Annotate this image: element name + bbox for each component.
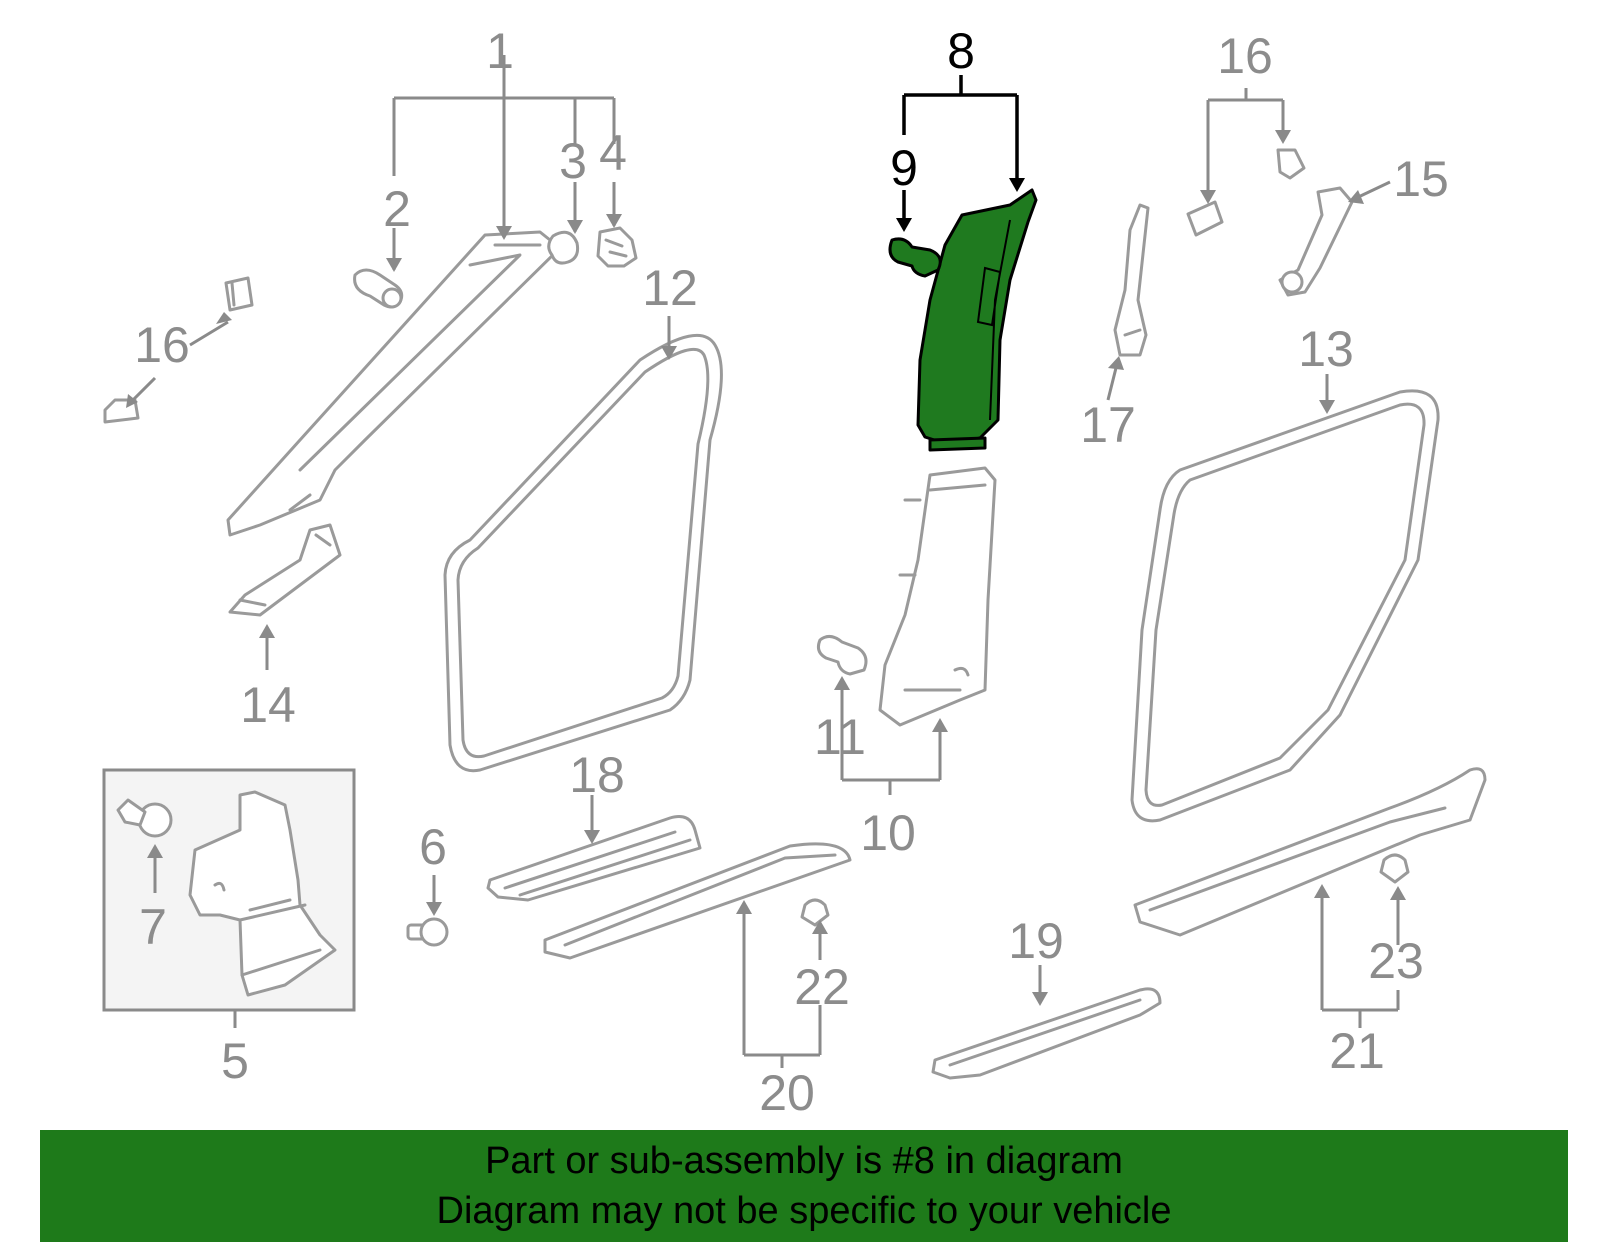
part-23-clip[interactable] <box>1379 853 1410 884</box>
part-10-b-pillar-lower-trim[interactable] <box>878 466 997 727</box>
part-8-b-pillar-upper-trim[interactable] <box>916 188 1038 452</box>
notice-banner: Part or sub-assembly is #8 in diagram Di… <box>40 1130 1568 1242</box>
part-6-clip[interactable] <box>406 917 449 947</box>
part-19-scuff-plate[interactable] <box>931 987 1162 1080</box>
callout-19: 19 <box>1008 913 1064 969</box>
callout-16-right: 16 <box>1217 28 1273 84</box>
callout-3: 3 <box>559 133 587 189</box>
callout-20: 20 <box>759 1065 815 1121</box>
callout-labels: 1 2 3 4 16 12 14 7 5 6 18 20 22 11 10 17… <box>134 23 1449 1121</box>
leader-lines-highlight <box>896 75 1025 232</box>
part-21-rear-sill-plate[interactable] <box>1133 767 1487 937</box>
part-2-clip[interactable] <box>353 268 404 309</box>
callout-11: 11 <box>814 709 866 765</box>
callout-7: 7 <box>139 899 167 955</box>
leader-lines <box>126 55 1400 1068</box>
callout-22: 22 <box>794 959 850 1015</box>
part-22-clip[interactable] <box>800 898 830 927</box>
callout-6: 6 <box>419 819 447 875</box>
callout-2: 2 <box>383 181 411 237</box>
part-15-handle[interactable] <box>1278 186 1354 297</box>
callout-9: 9 <box>890 140 918 196</box>
part-13-rear-weatherstrip[interactable] <box>1130 389 1440 823</box>
callout-14: 14 <box>240 677 296 733</box>
notice-line-2: Diagram may not be specific to your vehi… <box>436 1190 1172 1232</box>
part-17-retainer[interactable] <box>1113 203 1150 357</box>
part-9-clip[interactable] <box>888 237 942 278</box>
part-4-clip[interactable] <box>596 226 638 268</box>
part-5-box[interactable] <box>102 768 356 1012</box>
part-18-scuff-plate[interactable] <box>486 815 702 902</box>
part-11-clip[interactable] <box>817 635 868 676</box>
callout-4: 4 <box>599 125 627 181</box>
part-12-front-weatherstrip[interactable] <box>443 333 723 773</box>
callout-8: 8 <box>947 23 975 79</box>
arrowheads <box>126 130 1406 1006</box>
callout-12: 12 <box>642 260 698 316</box>
callout-16-left: 16 <box>134 317 190 373</box>
callout-1: 1 <box>486 23 514 79</box>
callout-5: 5 <box>221 1033 249 1089</box>
callout-21: 21 <box>1329 1023 1385 1079</box>
callout-23: 23 <box>1368 933 1424 989</box>
part-14-lower-trim[interactable] <box>228 523 342 617</box>
callout-18: 18 <box>569 747 625 803</box>
callout-10: 10 <box>860 805 916 861</box>
callout-15: 15 <box>1393 151 1449 207</box>
part-20-sill-plate[interactable] <box>543 842 852 960</box>
callout-17: 17 <box>1080 397 1136 453</box>
part-3-clip[interactable] <box>547 230 580 265</box>
part-1-a-pillar-trim[interactable] <box>226 230 562 537</box>
notice-line-1: Part or sub-assembly is #8 in diagram <box>485 1140 1123 1182</box>
callout-13: 13 <box>1298 321 1354 377</box>
part-16-clips-right[interactable] <box>1186 148 1306 237</box>
